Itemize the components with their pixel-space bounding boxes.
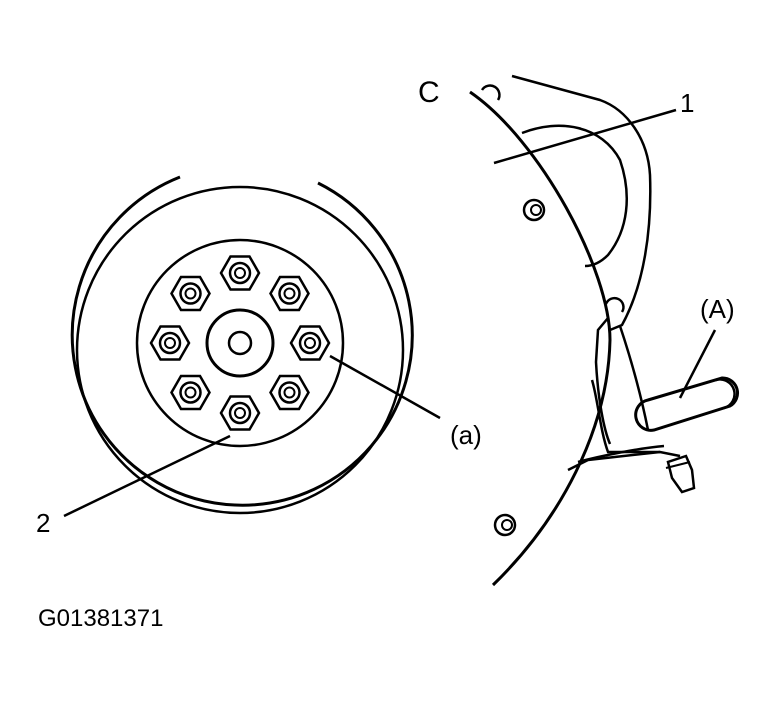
leader-a-upper xyxy=(678,329,717,399)
housing-edge xyxy=(469,90,612,587)
tool-arm-3 xyxy=(590,379,660,454)
leader-lines xyxy=(63,108,717,518)
tool-bolt xyxy=(666,454,696,494)
flywheel-bolt xyxy=(269,275,310,312)
flywheel-bolt xyxy=(219,255,261,291)
top-dowel xyxy=(480,84,501,101)
flywheel-rim xyxy=(75,185,405,515)
label-2: 2 xyxy=(36,508,50,538)
flywheel-holder-tool xyxy=(567,317,740,494)
leader-1 xyxy=(493,108,677,165)
flywheel-bolt xyxy=(170,275,211,312)
label-a-lower: (a) xyxy=(450,420,482,450)
housing-bracket xyxy=(511,74,652,332)
leader-2 xyxy=(63,434,231,518)
tool-bolt-line xyxy=(665,461,691,469)
flywheel-bolt xyxy=(219,395,261,431)
tool-arm-2 xyxy=(618,325,650,431)
flywheel-bolt xyxy=(289,325,331,361)
flywheel-bolts xyxy=(149,255,331,431)
tool-cylinder xyxy=(634,376,740,432)
crankshaft-center-inner xyxy=(227,330,253,356)
tool-arm xyxy=(594,317,612,445)
tool-base-2 xyxy=(577,444,665,464)
label-c: C xyxy=(418,76,440,109)
label-a-upper: (A) xyxy=(700,294,735,324)
tool-cylinder-end xyxy=(715,378,736,410)
crankshaft-center-outer xyxy=(205,308,275,378)
engine-housing xyxy=(469,74,652,587)
bracket-bolt xyxy=(604,296,625,313)
flywheel-outer-ring xyxy=(70,175,414,507)
flywheel-bolt xyxy=(149,325,191,361)
flywheel xyxy=(70,175,414,515)
housing-hole-1 xyxy=(522,198,546,222)
flywheel-hub xyxy=(135,238,345,448)
flywheel-bolt xyxy=(170,374,211,411)
flywheel-bolt xyxy=(269,374,310,411)
leader-a-lower xyxy=(329,354,441,420)
housing-bracket-inner xyxy=(521,124,628,268)
housing-hole-2 xyxy=(493,513,517,537)
tool-base xyxy=(567,450,681,472)
label-1: 1 xyxy=(680,88,694,118)
figure-id: G01381371 xyxy=(38,605,163,632)
